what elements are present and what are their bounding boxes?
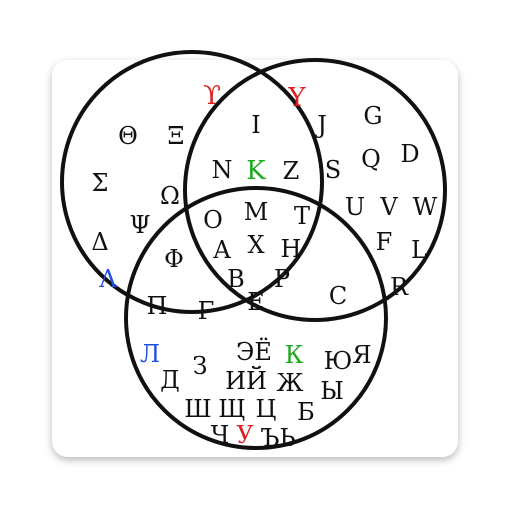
letter-latin: W <box>413 193 438 221</box>
letter-greek-latin: I <box>251 111 260 139</box>
letter-greek-latin: N <box>212 156 233 184</box>
letter-greek: Λ <box>98 265 117 293</box>
letter-greek-cyrillic: Γ <box>198 297 215 325</box>
letter-latin: U <box>345 193 365 221</box>
letter-greek: Ω <box>160 182 180 210</box>
letter-all-three: M <box>244 198 269 226</box>
letter-latin: R <box>390 273 409 301</box>
letter-greek: Σ <box>92 169 109 197</box>
letter-cyrillic: К <box>285 341 304 369</box>
letter-cyrillic: Л <box>140 340 160 368</box>
letter-latin: Q <box>361 145 381 173</box>
circle-greek <box>60 50 324 314</box>
letter-latin: G <box>363 102 382 130</box>
letter-cyrillic: ЪЬ <box>260 424 295 452</box>
letter-latin-cyrillic: C <box>329 282 347 310</box>
letter-latin: V <box>379 193 398 221</box>
letter-latin: L <box>411 236 427 264</box>
letter-latin: Y <box>287 83 306 113</box>
letter-greek: Ψ <box>129 211 150 239</box>
letter-all-three: X <box>247 231 264 259</box>
letter-greek: Ξ <box>168 122 185 150</box>
letter-latin: J <box>314 111 327 139</box>
letter-cyrillic: У <box>236 421 254 449</box>
letter-cyrillic: Б <box>297 398 315 426</box>
circle-cyrillic <box>124 186 388 450</box>
letter-cyrillic: ЭЁ <box>236 337 272 366</box>
letter-all-three: H <box>281 235 302 263</box>
letter-greek: Δ <box>91 228 108 256</box>
letter-greek: Θ <box>118 122 138 150</box>
circle-latin <box>183 58 447 322</box>
letter-greek-cyrillic: Π <box>147 292 168 320</box>
letter-all-three: B <box>227 265 245 293</box>
letter-cyrillic: Я <box>352 341 371 369</box>
letter-cyrillic: Ы <box>320 377 344 405</box>
letter-all-three: E <box>247 288 265 316</box>
letter-latin: S <box>325 156 341 184</box>
letter-greek-latin: K <box>246 156 266 186</box>
icon-background <box>52 60 458 457</box>
letter-all-three: O <box>203 206 223 234</box>
letter-cyrillic: ИЙ <box>225 365 267 395</box>
letter-greek: ϒ <box>203 81 221 111</box>
letter-greek-latin: Z <box>283 157 300 185</box>
letter-cyrillic: Ш <box>184 395 211 423</box>
letter-latin: D <box>400 140 419 168</box>
letter-cyrillic: Ж <box>277 369 304 397</box>
letter-cyrillic: Д <box>160 366 180 394</box>
letter-all-three: T <box>294 202 310 230</box>
letter-cyrillic: Щ <box>218 395 245 423</box>
letter-cyrillic: З <box>193 352 208 380</box>
letter-latin: F <box>376 228 393 256</box>
letter-all-three: A <box>212 236 231 264</box>
letter-all-three: P <box>274 265 290 293</box>
letter-cyrillic: Ч <box>211 421 230 449</box>
letter-cyrillic: Ю <box>324 347 353 375</box>
letter-cyrillic: Ц <box>256 395 277 423</box>
letter-greek-cyrillic: Φ <box>164 245 184 273</box>
